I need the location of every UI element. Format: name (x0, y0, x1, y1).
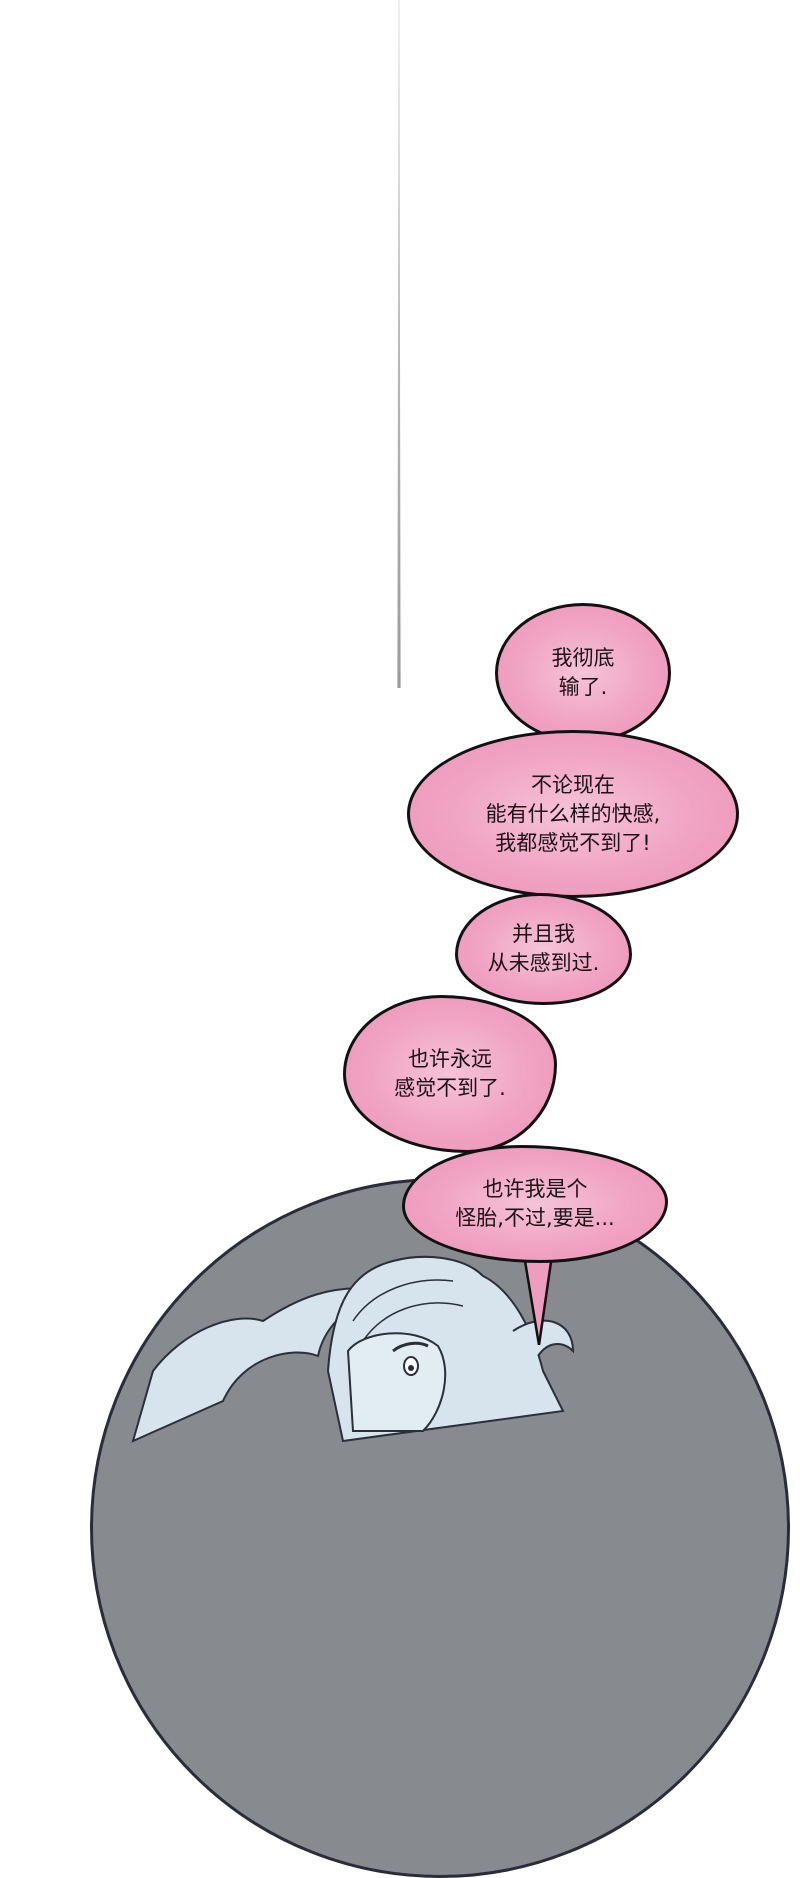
comic-panel: 我彻底 输了. 不论现在 能有什么样的快感, 我都感觉不到了! 并且我 从未感到… (90, 0, 790, 1878)
bubble-4-line-2: 感觉不到了. (394, 1076, 506, 1100)
speech-bubble-1: 我彻底 输了. (495, 603, 671, 743)
character-portrait-circle (90, 1178, 790, 1878)
bubble-4-line-1: 也许永远 (408, 1047, 492, 1071)
speech-bubble-2: 不论现在 能有什么样的快感, 我都感觉不到了! (407, 730, 739, 898)
bubble-5-line-1: 也许我是个 (482, 1177, 588, 1201)
speech-bubble-3: 并且我 从未感到过. (455, 893, 632, 1005)
speech-bubble-tail-icon (522, 1255, 554, 1345)
bubble-1-line-2: 输了. (558, 675, 608, 699)
bubble-2-line-2: 能有什么样的快感, (485, 801, 661, 826)
bubble-2-line-1: 不论现在 (531, 772, 615, 797)
bubble-1-line-1: 我彻底 (551, 646, 615, 670)
bubble-5-line-2: 怪胎,不过,要是... (455, 1206, 615, 1230)
bubble-3-line-1: 并且我 (512, 922, 575, 946)
speech-bubble-4: 也许永远 感觉不到了. (343, 995, 557, 1153)
characters-illustration (131, 1255, 575, 1443)
speed-line-icon (397, 0, 401, 688)
speech-bubble-5: 也许我是个 怪胎,不过,要是... (402, 1145, 668, 1263)
bubble-2-line-3: 我都感觉不到了! (495, 830, 651, 855)
bubble-3-line-2: 从未感到过. (487, 951, 600, 975)
